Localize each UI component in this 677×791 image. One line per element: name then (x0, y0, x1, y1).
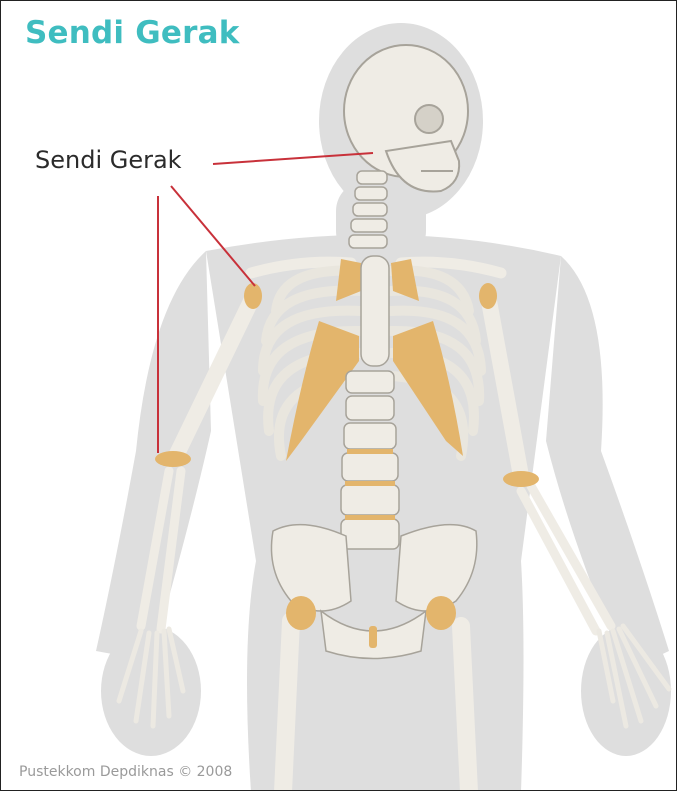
callout-label: Sendi Gerak (35, 146, 182, 174)
copyright-credit: Pustekkom Depdiknas © 2008 (19, 764, 232, 780)
lumbar-spine (341, 371, 399, 549)
diagram-title: Sendi Gerak (25, 15, 240, 51)
sternum (361, 256, 389, 366)
